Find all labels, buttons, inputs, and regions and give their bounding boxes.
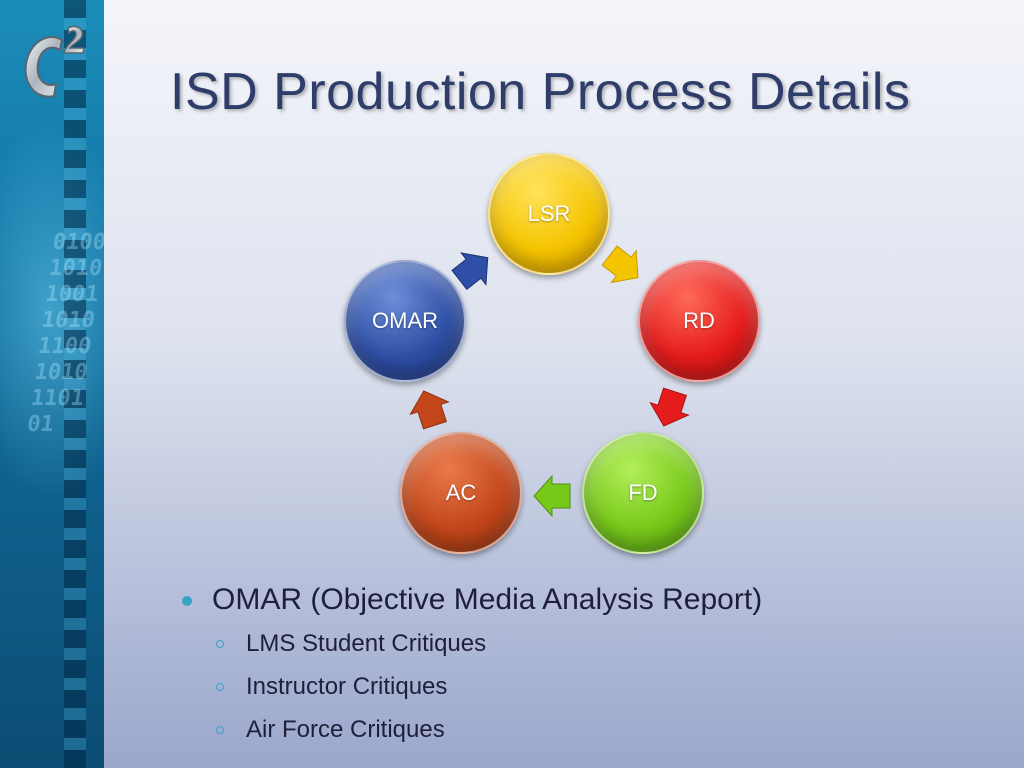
film-strip-decoration xyxy=(64,0,86,768)
sub-bullet-text: LMS Student Critiques xyxy=(246,630,487,657)
bullet-dot-icon xyxy=(182,596,192,606)
arrow-omar-to-lsr xyxy=(451,252,489,291)
cycle-node-fd: FD xyxy=(582,432,704,554)
bullet-main-text: OMAR (Objective Media Analysis Report) xyxy=(212,583,763,616)
cycle-node-omar-label: OMAR xyxy=(372,308,438,333)
arrow-rd-to-fd xyxy=(649,387,690,427)
c-squared-logo-icon xyxy=(24,25,85,98)
sub-bullet: Air Force Critiques xyxy=(216,712,445,748)
cycle-node-rd-label: RD xyxy=(683,308,715,333)
sub-bullet-ring-icon xyxy=(216,640,224,648)
cycle-node-omar: OMAR xyxy=(344,260,466,382)
sub-bullet-ring-icon xyxy=(216,726,224,734)
sub-bullet: LMS Student Critiques xyxy=(216,626,486,662)
process-cycle-diagram: LSR RD FD AC OMAR xyxy=(330,140,770,570)
cycle-node-fd-label: FD xyxy=(628,480,658,505)
arrow-ac-to-omar xyxy=(409,390,450,430)
bullet-main: OMAR (Objective Media Analysis Report) xyxy=(182,578,762,622)
arrow-lsr-to-rd xyxy=(601,245,639,284)
cycle-node-lsr-label: LSR xyxy=(527,201,571,226)
sub-bullet: Instructor Critiques xyxy=(216,669,447,705)
sub-bullet-text: Instructor Critiques xyxy=(246,673,448,700)
sub-bullet-text: Air Force Critiques xyxy=(246,716,445,743)
sidebar-glow xyxy=(0,120,104,500)
cycle-node-lsr: LSR xyxy=(488,153,610,275)
arrow-fd-to-ac xyxy=(533,474,571,518)
cycle-node-rd: RD xyxy=(638,260,760,382)
sub-bullet-ring-icon xyxy=(216,683,224,691)
slide-title: ISD Production Process Details xyxy=(170,63,911,121)
bullet-list: OMAR (Objective Media Analysis Report) L… xyxy=(182,578,982,758)
cycle-node-ac-label: AC xyxy=(445,480,477,505)
cycle-node-ac: AC xyxy=(400,432,522,554)
decorative-sidebar: 010010101001101011001010110101 xyxy=(0,0,104,768)
